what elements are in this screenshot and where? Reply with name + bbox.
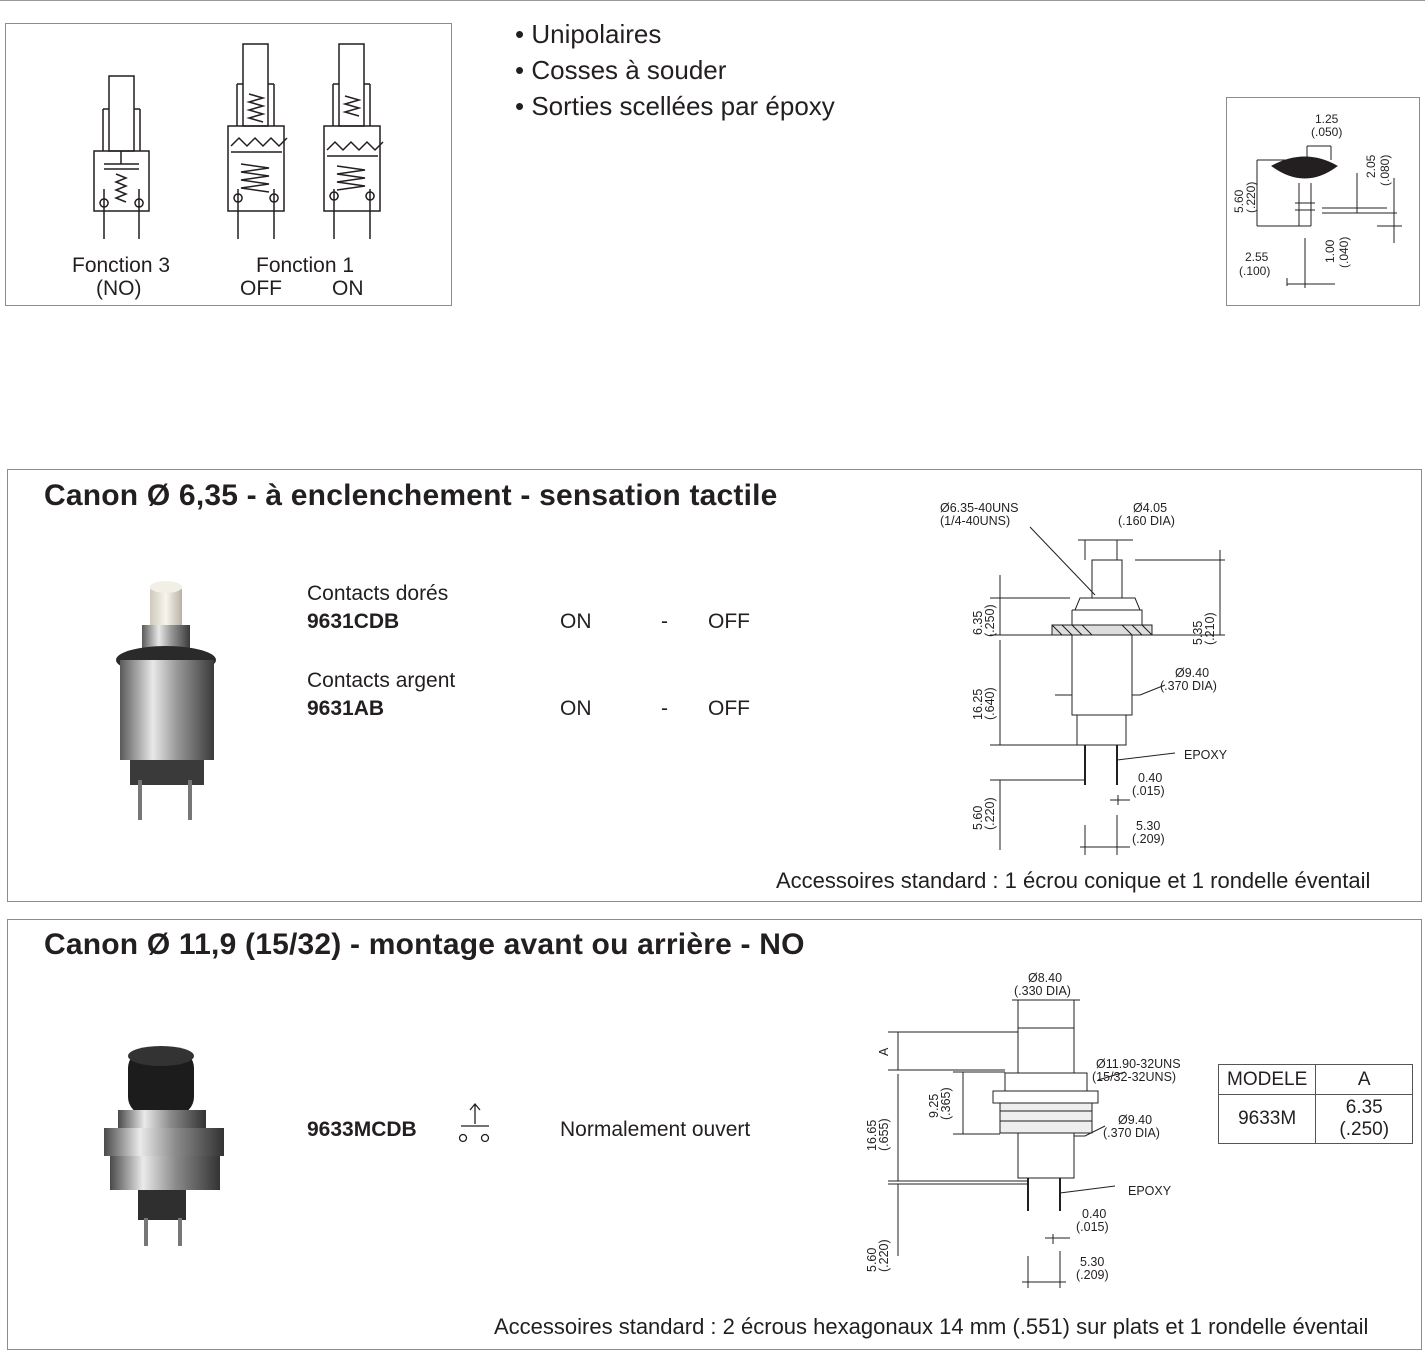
fonction1-off-label: OFF (240, 277, 282, 300)
dim-pin-length: 5.60 (865, 1248, 879, 1272)
dim-thread-inch: (1/4-40UNS) (940, 514, 1010, 528)
dim-body: Ø9.40 (1118, 1113, 1152, 1127)
dim-pitch-inch: (.209) (1132, 832, 1165, 846)
dim-pin: 0.40 (1082, 1207, 1106, 1221)
dim-length: 16.25 (971, 689, 985, 720)
dim-height-2-inch: (.210) (1203, 612, 1217, 645)
dim-body: Ø9.40 (1175, 666, 1209, 680)
dim-pin-length-inch: (.220) (983, 797, 997, 830)
dim-cap: Ø8.40 (1028, 971, 1062, 985)
dim-cap: Ø4.05 (1133, 501, 1167, 515)
dim-a: A (877, 1047, 891, 1056)
section-1-title: Canon Ø 6,35 - à enclenchement - sensati… (44, 479, 778, 512)
state-off: OFF (708, 610, 750, 633)
section-1-accessories: Accessoires standard : 1 écrou conique e… (776, 868, 1371, 893)
dim-thread-inch: (15/32-32UNS) (1092, 1070, 1176, 1084)
dim-080: (.080) (1378, 155, 1392, 186)
section-1-panel (7, 469, 1422, 902)
contact-type-label: Contacts argent (307, 669, 456, 692)
dim-pitch: 5.30 (1080, 1255, 1104, 1269)
section-1-dimension-drawing: Ø6.35-40UNS (1/4-40UNS) Ø4.05 (.160 DIA)… (940, 501, 1228, 855)
top-rule (0, 0, 1425, 1)
dim-pin-length-inch: (.220) (877, 1239, 891, 1272)
dim-body-inch: (.370 DIA) (1103, 1126, 1160, 1140)
fonction1-on-label: ON (332, 277, 364, 300)
dim-body-inch: (.370 DIA) (1160, 679, 1217, 693)
dim-length: 16.65 (865, 1120, 879, 1151)
model-number: 9631AB (307, 697, 385, 720)
normally-open-symbol (458, 1102, 490, 1143)
table-cell: 6.35 (.250) (1315, 1094, 1414, 1144)
dim-cap-inch: (.330 DIA) (1014, 984, 1071, 998)
feature-item: • Cosses à souder (515, 55, 727, 85)
modele-table: MODELE A 9633M 6.35 (.250) (1217, 1064, 1414, 1144)
section-2-title: Canon Ø 11,9 (15/32) - montage avant ou … (44, 928, 805, 961)
dim-pin-inch: (.015) (1132, 784, 1165, 798)
table-cell: 9633M (1217, 1094, 1317, 1144)
dim-2-55: 2.55 (1245, 250, 1269, 264)
cap-dimension-box: 1.25 (.050) 2.05 (.080) 5.60 (.220) 1.00… (1226, 97, 1420, 306)
dim-pin-length: 5.60 (971, 806, 985, 830)
state-off: OFF (708, 697, 750, 720)
fonction1-label: Fonction 1 (256, 254, 355, 277)
dim-height-2: 5.35 (1191, 621, 1205, 645)
fonction3-sub-label: (NO) (96, 277, 142, 300)
dim-220: (.220) (1244, 182, 1258, 213)
pushbutton-9631-photo (116, 581, 216, 820)
feature-item: • Sorties scellées par époxy (515, 91, 835, 121)
model-number: 9633MCDB (307, 1118, 417, 1141)
dim-height-1-inch: (.365) (939, 1087, 953, 1120)
switch-function-drawings (93, 43, 384, 239)
table-header-cell: A (1315, 1064, 1414, 1095)
state-on: ON (560, 697, 592, 720)
dim-1-00: 1.00 (1323, 239, 1337, 263)
dim-thread: Ø6.35-40UNS (940, 501, 1019, 515)
dim-cap-inch: (.160 DIA) (1118, 514, 1175, 528)
epoxy-label: EPOXY (1128, 1184, 1172, 1198)
contact-type-label: Contacts dorés (307, 582, 449, 605)
fonction1-off-drawing (227, 43, 288, 239)
dim-040: (.040) (1337, 237, 1351, 268)
table-row: 9633M 6.35 (.250) (1217, 1094, 1414, 1144)
model-number: 9631CDB (307, 610, 400, 633)
dim-100: (.100) (1239, 264, 1270, 278)
fonction3-drawing (93, 75, 150, 239)
cap-dimension-drawing: 1.25 (.050) 2.05 (.080) 5.60 (.220) 1.00… (1232, 112, 1402, 288)
dim-5-60: 5.60 (1232, 189, 1246, 213)
pushbutton-9633-photo (104, 1046, 224, 1246)
dim-pin: 0.40 (1138, 771, 1162, 785)
section-2-accessories: Accessoires standard : 2 écrous hexagona… (494, 1314, 1369, 1339)
dim-pitch: 5.30 (1136, 819, 1160, 833)
section-2-dimension-drawing: Ø8.40 (.330 DIA) A Ø11.90-32UNS (15/32-3… (865, 971, 1181, 1288)
dim-2-05: 2.05 (1364, 154, 1378, 178)
fonction3-label: Fonction 3 (72, 254, 171, 277)
epoxy-label: EPOXY (1184, 748, 1228, 762)
dim-thread: Ø11.90-32UNS (1096, 1057, 1181, 1071)
feature-item: • Unipolaires (515, 19, 662, 49)
dim-1-25: 1.25 (1315, 112, 1339, 126)
dim-pitch-inch: (.209) (1076, 1268, 1109, 1282)
state-on: ON (560, 610, 592, 633)
table-header-cell: MODELE (1217, 1064, 1317, 1095)
dim-length-inch: (.640) (983, 687, 997, 720)
feature-list: • Unipolaires • Cosses à souder • Sortie… (515, 16, 835, 124)
dim-length-inch: (.655) (877, 1118, 891, 1151)
dim-height-1-inch: (.250) (983, 604, 997, 637)
dim-height-1: 6.35 (971, 611, 985, 635)
state-dash: - (661, 697, 668, 720)
table-header-row: MODELE A (1217, 1064, 1414, 1095)
dim-pin-inch: (.015) (1076, 1220, 1109, 1234)
section-2-panel (7, 919, 1422, 1350)
switch-description: Normalement ouvert (560, 1118, 751, 1141)
dim-050: (.050) (1311, 125, 1342, 139)
dim-height-1: 9.25 (927, 1094, 941, 1118)
fonction1-on-drawing (323, 43, 384, 239)
function-diagram-box: Fonction 3 (NO) Fonction 1 OFF ON (5, 23, 452, 306)
state-dash: - (661, 610, 668, 633)
